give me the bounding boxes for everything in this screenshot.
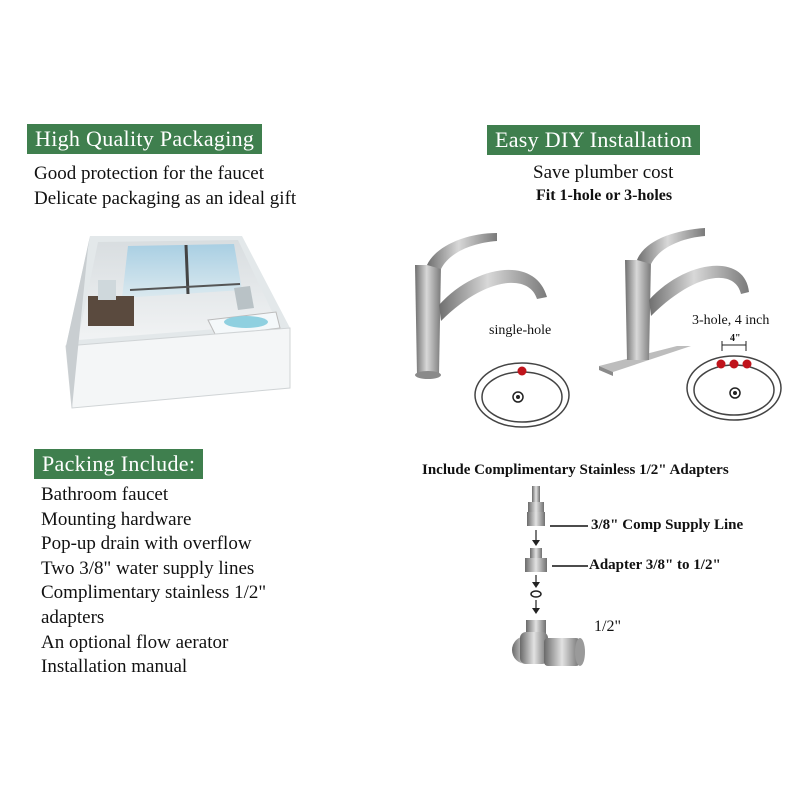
list-item: Mounting hardware [41, 508, 192, 530]
save-cost-text: Save plumber cost [533, 162, 674, 183]
list-item: An optional flow aerator [41, 631, 229, 653]
fit-holes-text: Fit 1-hole or 3-holes [536, 187, 673, 204]
list-item: Bathroom faucet [41, 484, 169, 505]
list-item: adapters [41, 606, 105, 628]
install-banner: Easy DIY Installation [487, 125, 701, 155]
three-hole-faucet-image [599, 228, 749, 376]
valve-size-label: 1/2" [594, 618, 621, 635]
list-item: Complimentary stainless 1/2" [41, 582, 267, 604]
quality-line-1: Good protection for the faucet [34, 163, 265, 184]
packaging-box-image [65, 236, 291, 409]
list-item: Two 3/8" water supply lines [41, 557, 255, 579]
single-hole-label: single-hole [489, 323, 552, 338]
list-item: Installation manual [41, 656, 188, 678]
single-hole-faucet-image [415, 233, 547, 379]
packing-list: Bathroom faucet Mounting hardware Pop-up… [41, 483, 266, 680]
list-item: Pop-up drain with overflow [41, 533, 252, 555]
hole-spacing-label: 4" [730, 333, 741, 344]
supply-line-label: 3/8" Comp Supply Line [591, 517, 744, 533]
single-hole-basin-diagram [474, 362, 570, 428]
packing-banner: Packing Include: [34, 449, 204, 479]
adapter-parts-diagram [512, 486, 588, 666]
three-hole-basin-diagram [686, 341, 782, 421]
adapters-title: Include Complimentary Stainless 1/2" Ada… [422, 462, 729, 478]
adapter-label: Adapter 3/8" to 1/2" [589, 557, 721, 573]
quality-line-2: Delicate packaging as an ideal gift [34, 188, 297, 209]
three-hole-label: 3-hole, 4 inch [692, 313, 770, 328]
quality-banner: High Quality Packaging [27, 124, 263, 154]
